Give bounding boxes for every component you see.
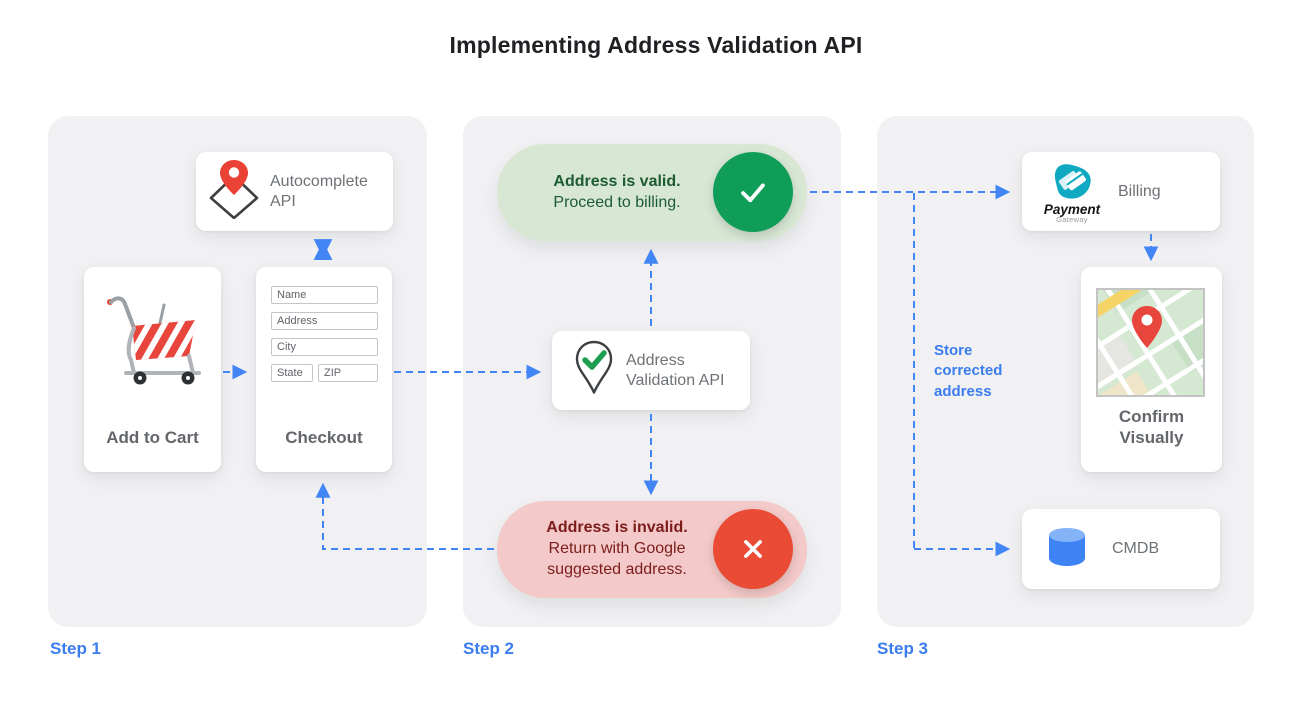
name-field[interactable]	[271, 286, 378, 304]
payment-gateway-logo-title: Payment	[1043, 201, 1101, 217]
zip-field[interactable]	[318, 364, 378, 382]
x-icon	[713, 509, 793, 589]
map-pin-diamond-icon	[206, 159, 262, 224]
address-validation-api-card: Address Validation API	[552, 331, 750, 410]
invalid-banner-subtitle: Return with Google suggested address.	[547, 540, 687, 578]
address-validation-api-label: Address Validation API	[626, 351, 725, 389]
payment-gateway-logo: Payment Gateway	[1040, 160, 1104, 224]
state-field[interactable]	[271, 364, 313, 382]
database-icon	[1044, 525, 1090, 574]
pin-check-icon	[574, 340, 614, 401]
city-field[interactable]	[271, 338, 378, 356]
billing-label: Billing	[1118, 182, 1161, 200]
cmdb-card: CMDB	[1022, 509, 1220, 589]
checkout-card: Checkout	[256, 267, 392, 472]
autocomplete-api-card: Autocomplete API	[196, 152, 393, 231]
autocomplete-api-label: Autocomplete API	[270, 172, 368, 210]
step-3-label: Step 3	[877, 639, 929, 658]
confirm-visually-label: Confirm Visually	[1118, 406, 1185, 447]
store-corrected-address-note: Store corrected address	[934, 342, 1003, 400]
address-field[interactable]	[271, 312, 378, 330]
valid-banner-title: Address is valid.	[553, 172, 681, 190]
address-valid-banner: Address is valid. Proceed to billing.	[497, 144, 807, 241]
shopping-cart-icon	[107, 296, 201, 385]
check-icon	[713, 152, 793, 232]
add-to-cart-label: Add to Cart	[106, 427, 199, 447]
valid-banner-subtitle: Proceed to billing.	[553, 193, 681, 211]
page-title: Implementing Address Validation API	[449, 32, 863, 58]
address-invalid-banner: Address is invalid. Return with Google s…	[497, 501, 807, 598]
invalid-banner-title: Address is invalid.	[546, 519, 688, 537]
step-1-label: Step 1	[50, 639, 102, 658]
checkout-label: Checkout	[285, 427, 363, 447]
map-thumbnail	[1096, 288, 1205, 397]
billing-card: Payment Gateway Billing	[1022, 152, 1220, 231]
step-2-label: Step 2	[463, 639, 515, 658]
confirm-visually-card: Confirm Visually	[1081, 267, 1222, 472]
payment-gateway-logo-subtitle: Gateway	[1056, 214, 1088, 224]
cmdb-label: CMDB	[1112, 540, 1160, 557]
add-to-cart-card: Add to Cart	[84, 267, 221, 472]
